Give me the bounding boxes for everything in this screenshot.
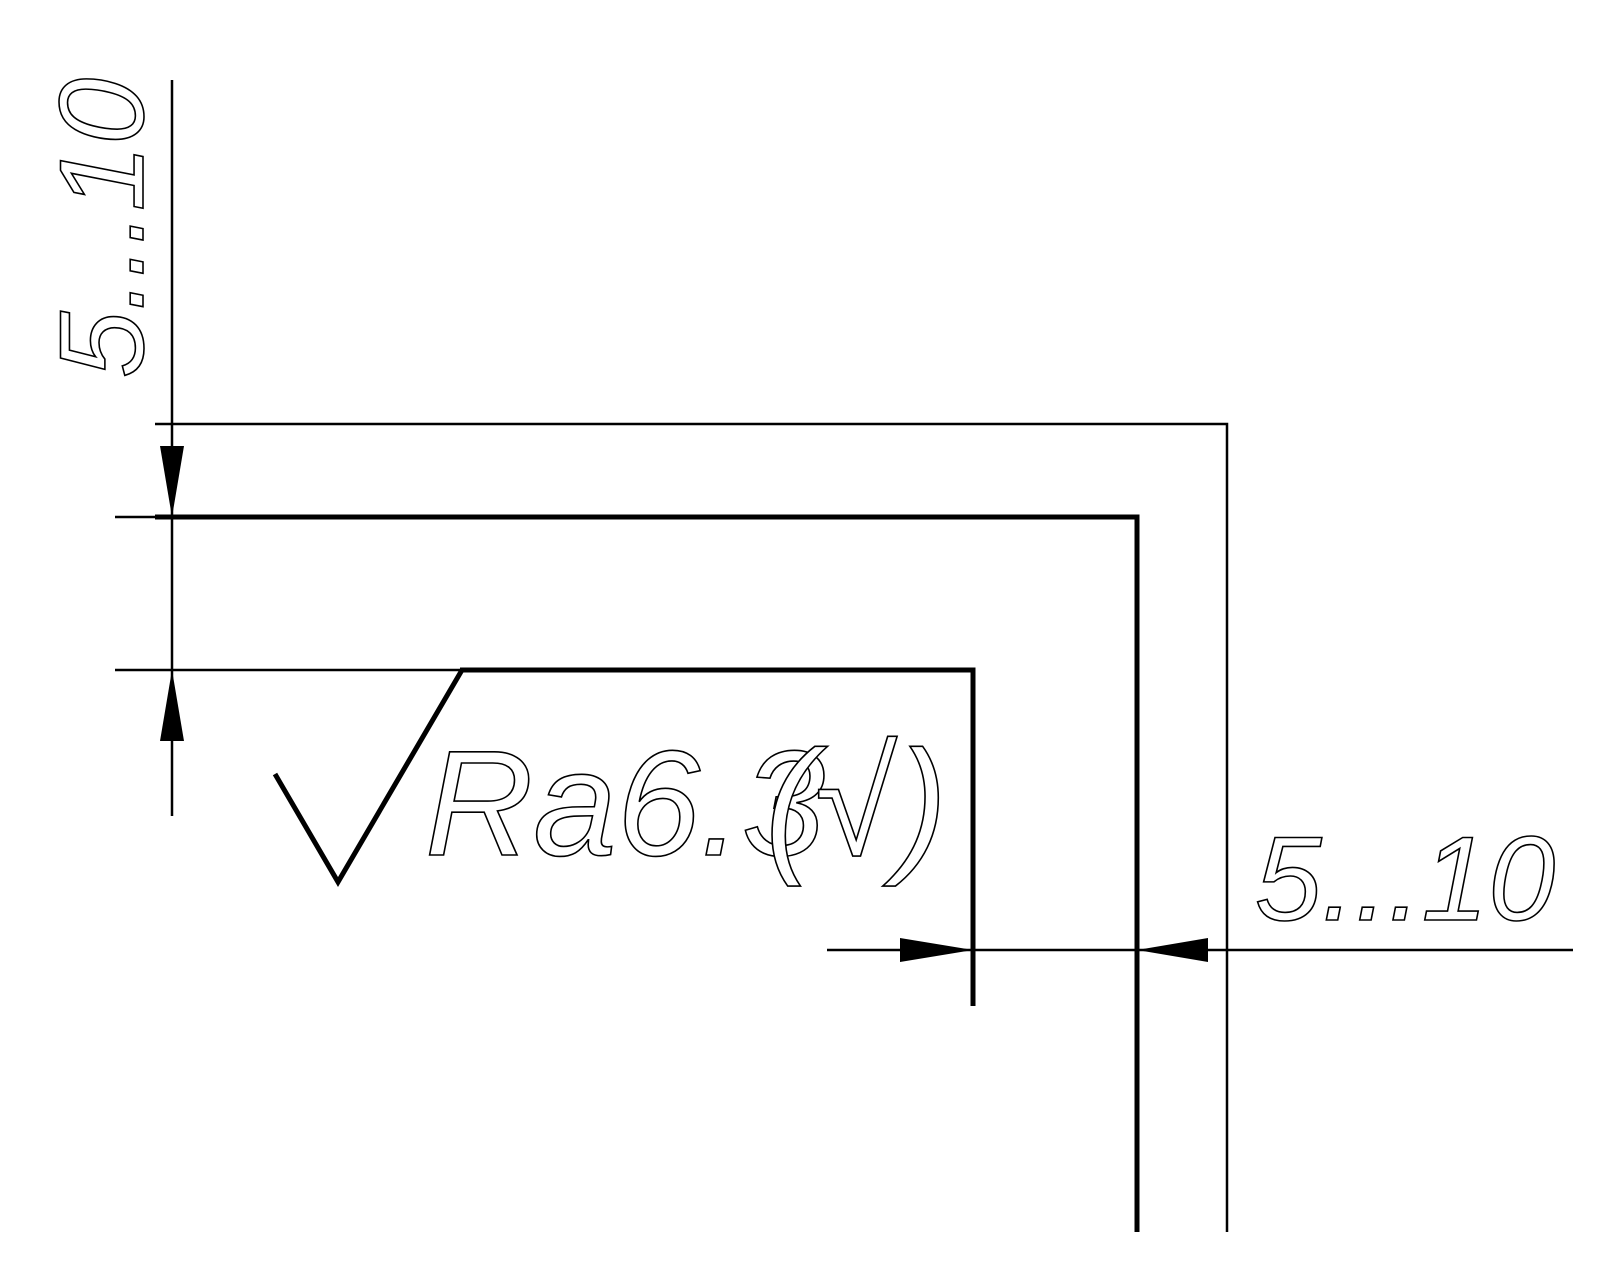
vertical-dimension <box>160 80 184 816</box>
vertical-dimension-label: 5...10 <box>35 78 169 378</box>
horizontal-dimension <box>827 938 1573 962</box>
arrow-down-icon <box>160 446 184 517</box>
arrow-right-icon <box>900 938 973 962</box>
roughness-value-label: Ra6.3 <box>425 719 825 887</box>
roughness-rest-symbol: (√) <box>765 719 947 887</box>
horizontal-dimension-label: 5...10 <box>1255 812 1555 946</box>
outer-frame-line <box>155 422 1229 1232</box>
part-outline <box>115 422 1229 1232</box>
roughness-check-mark <box>272 668 465 887</box>
arrow-up-icon <box>160 670 184 741</box>
roughness-leader-line <box>460 667 976 1006</box>
arrow-left-icon <box>1137 938 1208 962</box>
main-contour-line <box>155 514 1140 1232</box>
